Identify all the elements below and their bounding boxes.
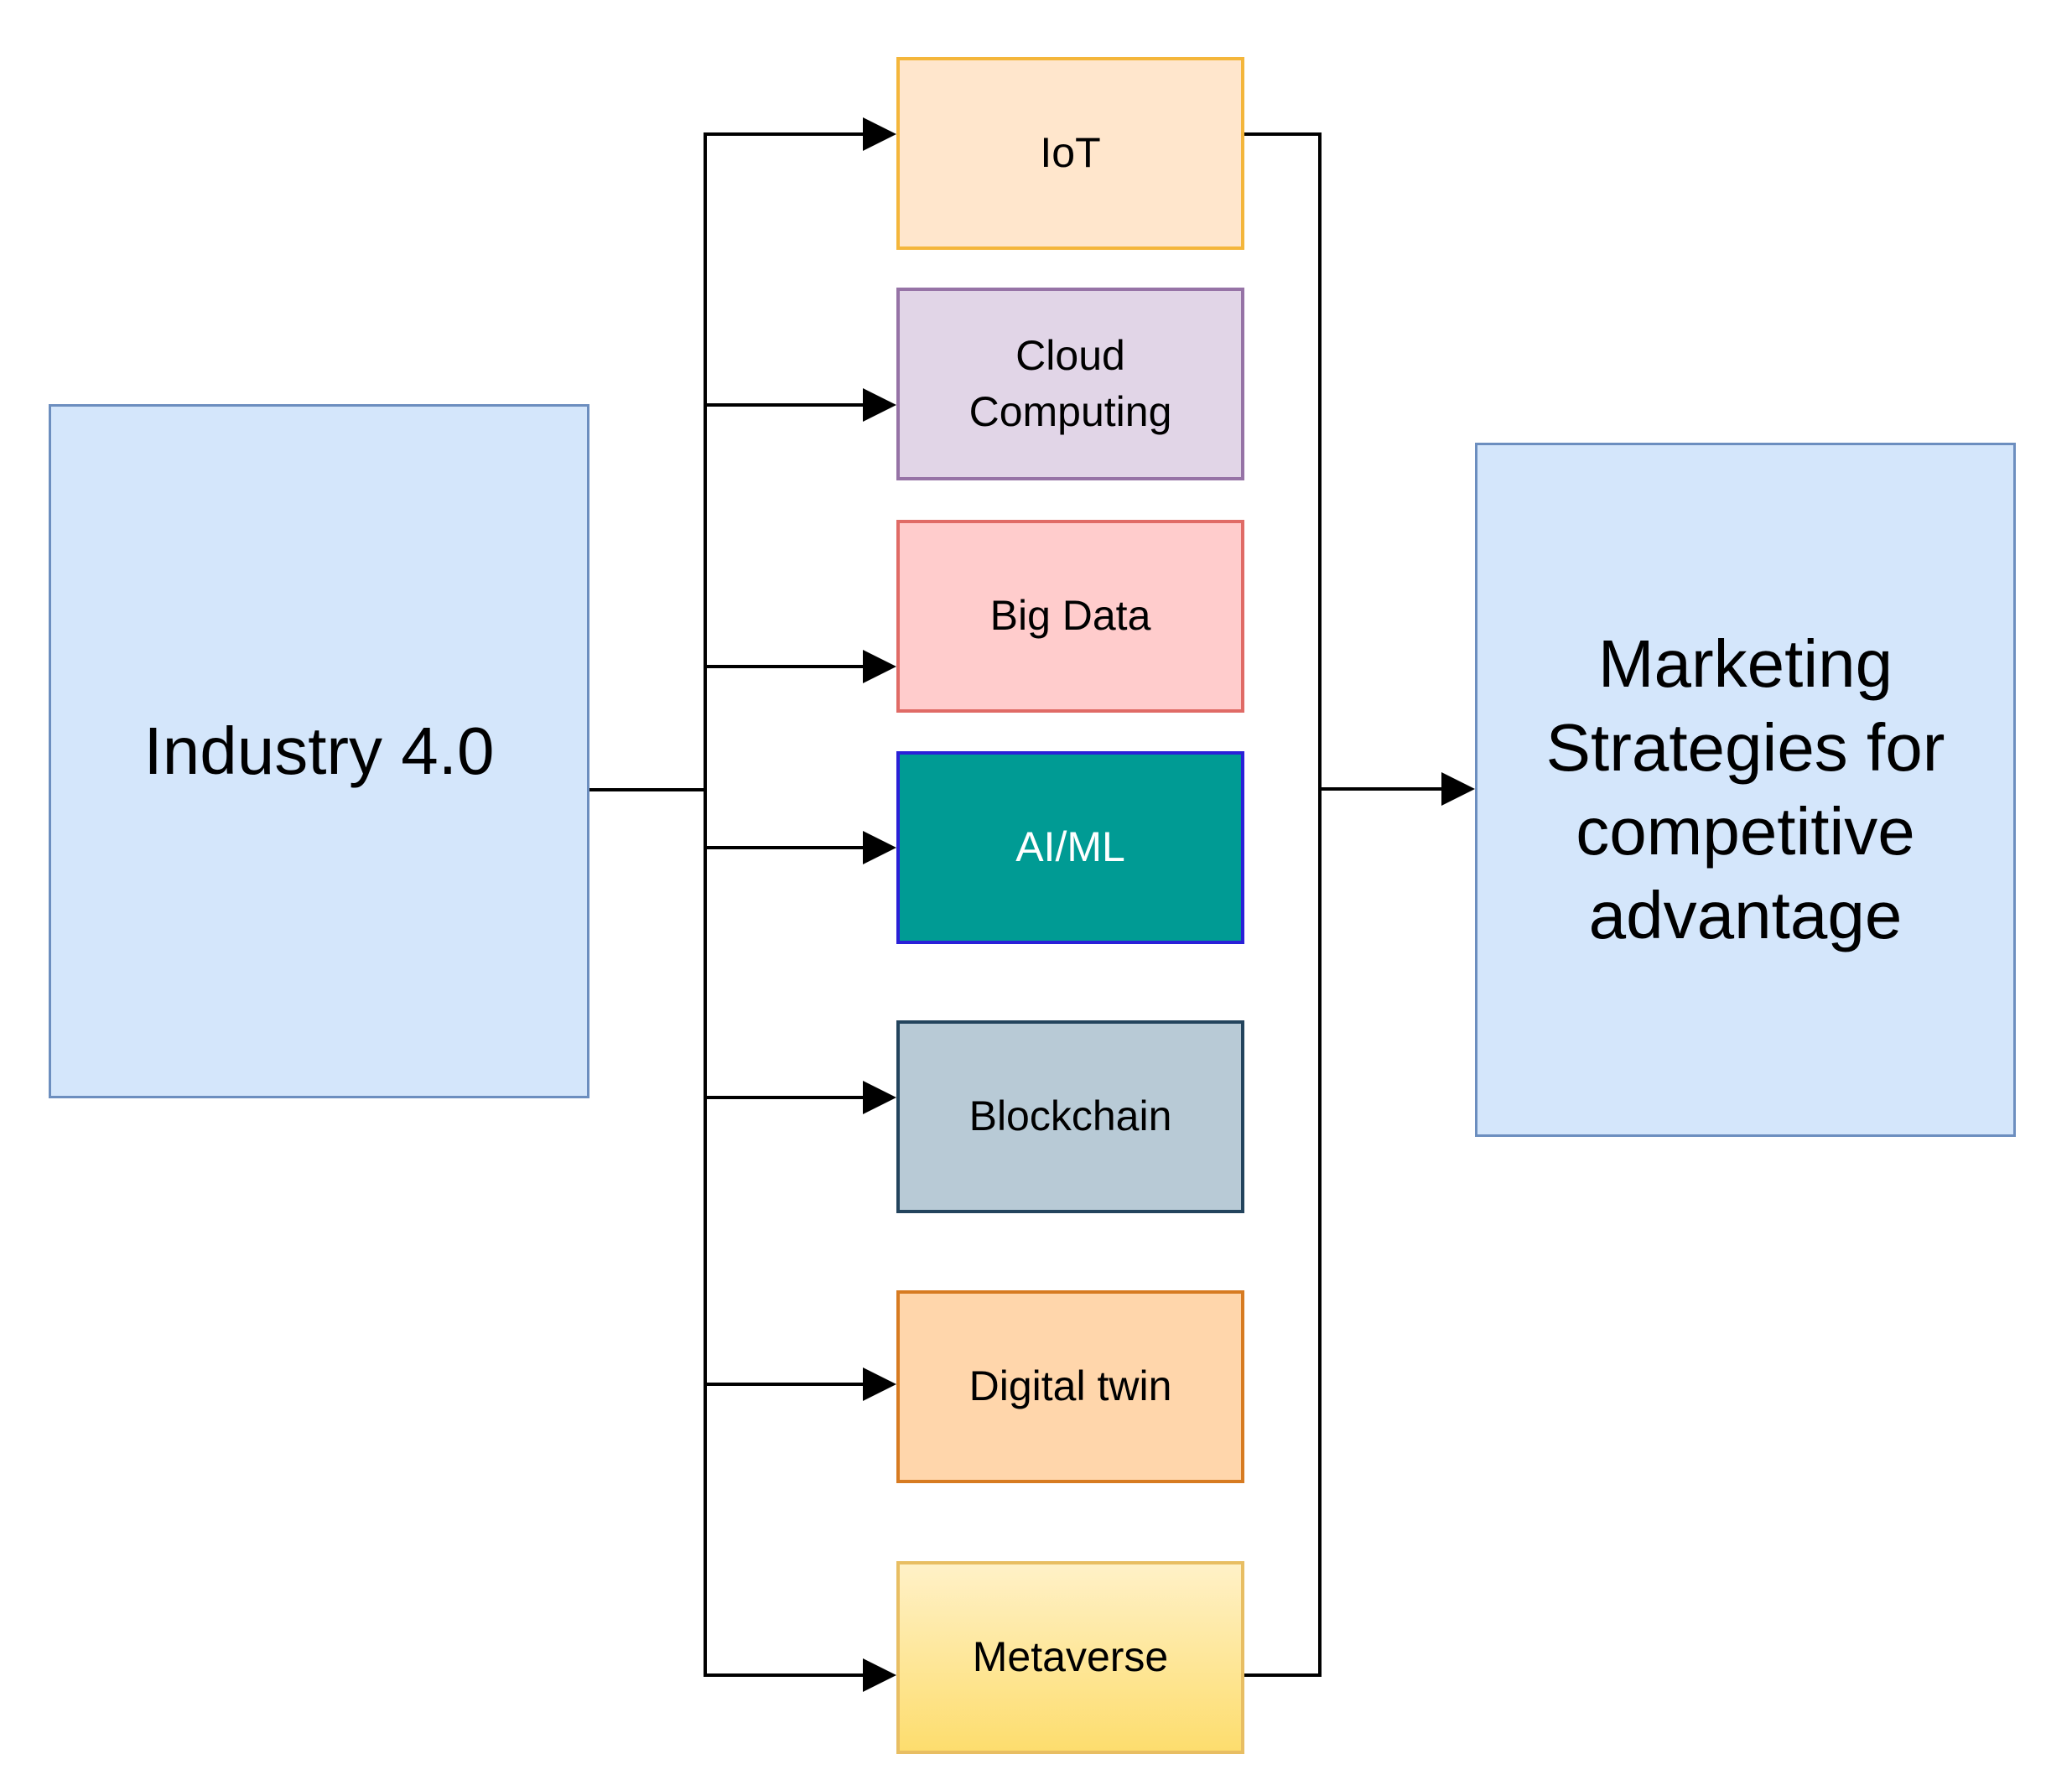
connector-source-to-bus [589, 788, 705, 791]
tech-box-big-data: Big Data [896, 520, 1244, 713]
marketing-strategies-label: Marketing Strategies for competitive adv… [1545, 626, 1945, 952]
arrowhead-to-big-data [863, 650, 896, 683]
connector-metaverse-to-right-bus [1244, 1673, 1322, 1677]
right-bus-line [1318, 132, 1322, 1677]
arrowhead-to-iot [863, 117, 896, 151]
tech-box-blockchain: Blockchain [896, 1020, 1244, 1213]
arrowhead-to-digital-twin [863, 1367, 896, 1401]
industry-4-0-label: Industry 4.0 [143, 713, 495, 788]
arrowhead-to-cloud [863, 388, 896, 422]
marketing-strategies-box: Marketing Strategies for competitive adv… [1475, 443, 2016, 1137]
arrow-line-to-marketing [1320, 787, 1444, 791]
arrow-line-to-blockchain [705, 1096, 865, 1099]
arrow-line-to-big-data [705, 665, 865, 668]
tech-box-iot: IoT [896, 57, 1244, 250]
tech-label-cloud-computing: Cloud Computing [968, 331, 1172, 436]
left-bus-line [704, 132, 707, 1677]
tech-box-digital-twin: Digital twin [896, 1290, 1244, 1483]
arrowhead-to-blockchain [863, 1081, 896, 1114]
tech-label-digital-twin: Digital twin [968, 1362, 1172, 1410]
connector-iot-to-right-bus [1244, 132, 1322, 136]
tech-label-iot: IoT [1040, 129, 1101, 177]
tech-label-big-data: Big Data [989, 592, 1151, 640]
arrow-line-to-iot [705, 132, 865, 136]
arrow-line-to-cloud [705, 403, 865, 407]
tech-box-ai-ml: AI/ML [896, 751, 1244, 944]
arrowhead-to-metaverse [863, 1658, 896, 1692]
tech-box-cloud-computing: Cloud Computing [896, 288, 1244, 480]
tech-box-metaverse: Metaverse [896, 1561, 1244, 1754]
arrow-line-to-digital-twin [705, 1383, 865, 1386]
arrow-line-to-metaverse [705, 1673, 865, 1677]
tech-label-metaverse: Metaverse [972, 1633, 1169, 1681]
industry-4-0-box: Industry 4.0 [49, 404, 589, 1098]
arrow-line-to-ai-ml [705, 846, 865, 849]
arrowhead-to-marketing [1441, 772, 1475, 806]
tech-label-ai-ml: AI/ML [1015, 823, 1125, 871]
tech-label-blockchain: Blockchain [968, 1092, 1172, 1140]
arrowhead-to-ai-ml [863, 831, 896, 864]
